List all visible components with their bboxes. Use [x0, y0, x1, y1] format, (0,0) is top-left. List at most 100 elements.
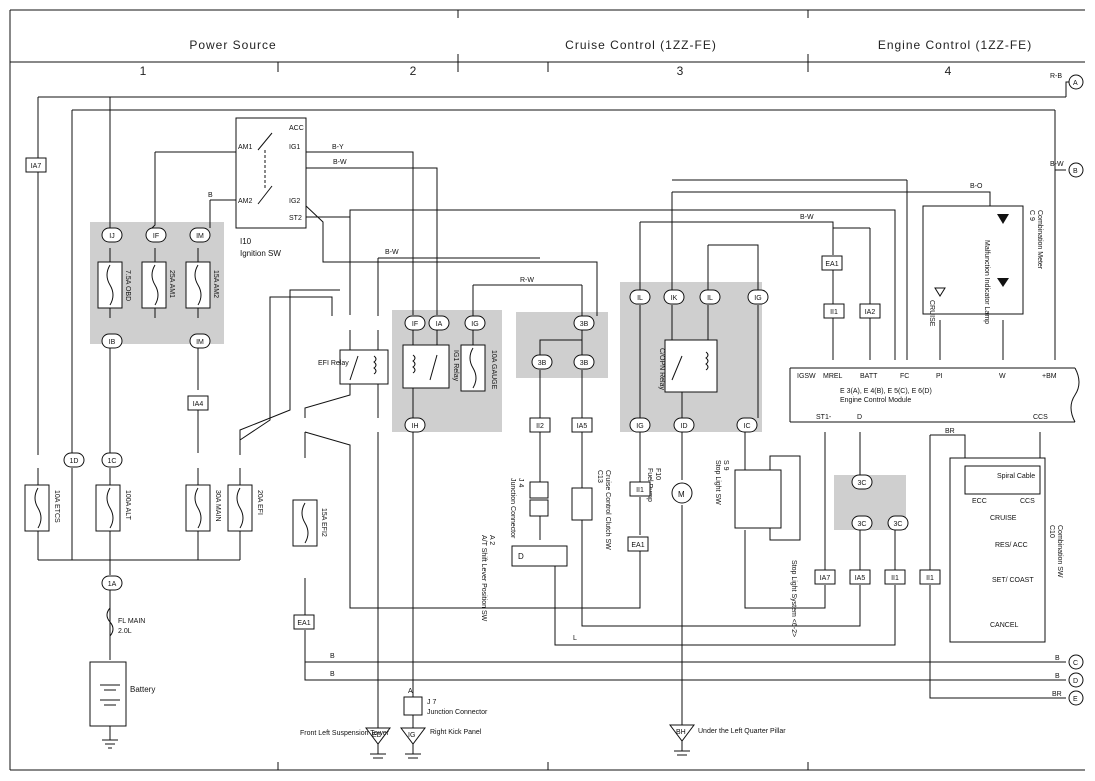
- wire-rb: R-B: [1050, 73, 1062, 80]
- column-2: 2: [410, 64, 417, 78]
- connector-tag-text-ii2: II2: [536, 423, 544, 430]
- ecm-pin-st1: ST1-: [816, 414, 832, 421]
- a2-switch-box: [511, 545, 568, 567]
- wire-bw-mid: B-W: [385, 249, 399, 256]
- ign-am1-label: AM1: [238, 144, 253, 151]
- a2-name: A/T Shift Lever Position SW: [480, 535, 487, 622]
- s9-name: Stop Light SW: [714, 460, 721, 505]
- connector-tag-three_c_b: [851, 515, 873, 531]
- ign-st2-label: ST2: [289, 215, 302, 222]
- spiral-cable-box: [964, 465, 1041, 495]
- wire-b2: B: [1055, 673, 1060, 680]
- connector-tag-text-ia7_low: IA7: [820, 575, 831, 582]
- connector-tag-if_top: [145, 227, 167, 243]
- connector-tag-text-ig_low: IG: [636, 423, 643, 430]
- connector-tag-text-three_b_r: 3B: [580, 360, 589, 367]
- ecm-pin-igsw: IGSW: [797, 373, 816, 380]
- connector-b: B: [1073, 168, 1078, 175]
- ground-bh-icon: [669, 724, 695, 756]
- j4-b-box: [529, 481, 549, 499]
- c10-label: C10: [1048, 525, 1055, 538]
- fuse-am1-label: 25A AM1: [168, 270, 175, 298]
- connector-tag-if_mid: [404, 315, 426, 331]
- j7-junction-box: [403, 696, 423, 716]
- column-4: 4: [945, 64, 952, 78]
- sw-set-coast-label: SET/ COAST: [992, 577, 1034, 584]
- ignition-contacts-icon: [257, 132, 273, 205]
- c13-name: Cruise Control Clutch SW: [604, 470, 611, 550]
- column-1: 1: [140, 64, 147, 78]
- fl-main-fusible-link-icon: [106, 607, 114, 637]
- wire-bw-ign: B-W: [333, 159, 347, 166]
- ig1-relay-box: [402, 344, 450, 389]
- fuse-obd-label: 7.5A OBD: [124, 270, 131, 301]
- c10-name: Combination SW: [1056, 525, 1063, 578]
- connector-tag-ea1_mid: [627, 536, 649, 552]
- connector-tag-text-three_c_b: 3C: [858, 521, 867, 528]
- sw-ccs-label: CCS: [1020, 498, 1035, 505]
- connector-tag-ig_r: [747, 289, 769, 305]
- connector-tag-text-ia2: IA2: [865, 309, 876, 316]
- wire-b1: B: [1055, 655, 1060, 662]
- ig1-relay-label: IG1 Relay: [452, 350, 459, 382]
- connector-tag-ia2: [859, 303, 881, 319]
- connector-tag-ia4: [187, 395, 209, 411]
- connector-tag-id_low: [673, 417, 695, 433]
- connector-tag-three_b_top: [573, 315, 595, 331]
- copn-relay-label: C/OPN Relay: [658, 348, 665, 391]
- connector-tag-text-im_top: IM: [196, 233, 204, 240]
- column-3: 3: [677, 64, 684, 78]
- cruise-indicator-icon: [934, 287, 946, 297]
- wire-rw: R-W: [520, 277, 534, 284]
- connector-tag-text-three_b_l: 3B: [538, 360, 547, 367]
- ground-ed-code: ED: [372, 732, 382, 739]
- battery-icon: [89, 661, 127, 749]
- connector-tag-ij: [101, 227, 123, 243]
- copn-relay-box: [664, 339, 718, 393]
- connector-tag-ii1_low: [884, 569, 906, 585]
- connector-tag-ig_mid: [464, 315, 486, 331]
- sw-cruise-label: CRUISE: [990, 515, 1017, 522]
- connector-tag-three_c_a: [851, 474, 873, 490]
- connector-tag-ia7_low: [814, 569, 836, 585]
- ecm-pin-bm: +BM: [1042, 373, 1057, 380]
- fuse-gauge-label: 10A GAUGE: [490, 350, 497, 390]
- connector-tag-il_a: [629, 289, 651, 305]
- ignition-switch-box: [235, 117, 307, 229]
- fuse-am2-icon: [185, 261, 211, 309]
- stop-light-system-label: Stop Light System <6-2>: [790, 560, 797, 637]
- fuel-pump-motor-icon: [671, 482, 693, 504]
- c9-label: C 9: [1028, 210, 1035, 221]
- connector-d: D: [1073, 678, 1078, 685]
- spiral-cable-label: Spiral Cable: [997, 473, 1035, 480]
- connector-tag-text-ic: 1C: [108, 458, 117, 465]
- ign-ig2-label: IG2: [289, 198, 300, 205]
- motor-m-glyph: M: [678, 490, 685, 499]
- fuse-efi-label: 20A EFI: [256, 490, 263, 515]
- fuse-obd-icon: [97, 261, 123, 309]
- wire-l: L: [573, 635, 577, 642]
- connector-tag-ia5_low: [849, 569, 871, 585]
- j4-label: J 4: [517, 478, 524, 487]
- ecm-pin-mrel: MREL: [823, 373, 843, 380]
- fuse-etcs-icon: [24, 484, 50, 532]
- a2-label: A 2: [488, 535, 495, 545]
- fuse-alt-label: 100A ALT: [124, 490, 131, 521]
- ign-am2-label: AM2: [238, 198, 253, 205]
- efi-relay-icon: [349, 355, 377, 381]
- section-power-source: Power Source: [189, 38, 276, 52]
- connector-tag-ih: [404, 417, 426, 433]
- connector-tag-ib: [101, 333, 123, 349]
- connector-tag-text-three_c_c: 3C: [894, 521, 903, 528]
- connector-tag-text-ia7_top: IA7: [31, 163, 42, 170]
- d-tag: D: [518, 552, 524, 561]
- connector-tag-text-ia4: IA4: [193, 401, 204, 408]
- ecm-pin-w: W: [999, 373, 1006, 380]
- c13-label: C13: [596, 470, 603, 483]
- battery-label: Battery: [130, 685, 155, 694]
- fuse-gauge-icon: [460, 344, 486, 392]
- fuse-efi2-label: 15A EFI2: [320, 508, 327, 537]
